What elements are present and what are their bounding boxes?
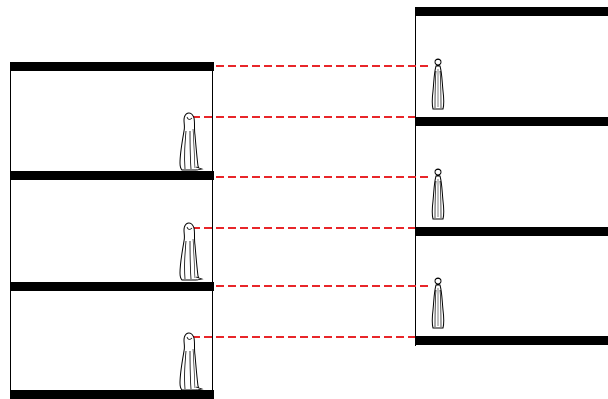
right-building-floor-slab-1 xyxy=(415,117,608,126)
right-building-floor-slab-2 xyxy=(415,227,608,236)
standing-person-icon xyxy=(431,58,445,110)
standing-person-icon xyxy=(179,112,203,171)
left-building-floor-slab-3 xyxy=(10,390,214,399)
left-building-roof-slab xyxy=(10,62,214,71)
standing-person-icon xyxy=(431,277,445,329)
right-building-roof-slab xyxy=(415,7,608,16)
left-building-floor-slab-2 xyxy=(10,282,214,291)
right-building-floor-slab-3 xyxy=(415,336,608,345)
right-building-figures xyxy=(431,58,445,329)
left-building xyxy=(10,62,214,399)
left-building-figures xyxy=(179,112,203,391)
right-building xyxy=(415,7,608,346)
left-building-floor-slab-1 xyxy=(10,171,214,180)
sightlines xyxy=(192,65,432,338)
standing-person-icon xyxy=(179,332,203,391)
standing-person-icon xyxy=(179,222,203,281)
standing-person-icon xyxy=(431,168,445,220)
